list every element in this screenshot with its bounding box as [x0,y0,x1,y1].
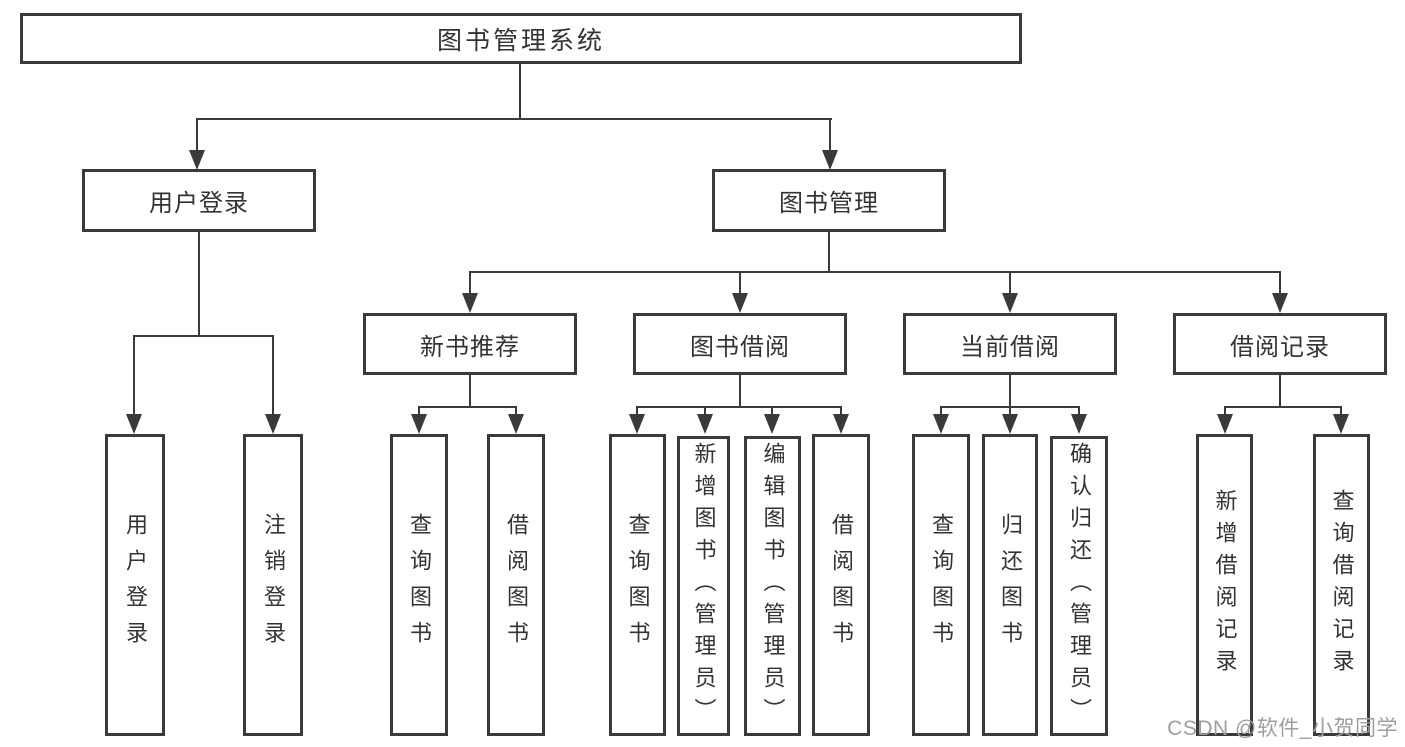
node-borrow-records-label: 借阅记录 [1230,333,1330,361]
node-current-borrow: 当前借阅 [903,313,1117,375]
connector-line [1224,406,1226,418]
arrow-down-icon [1002,293,1018,313]
leaf-user-login-label: 用户登录 [123,513,148,657]
connector-line [1279,271,1281,297]
arrow-down-icon [126,414,142,434]
node-new-book-recommend: 新书推荐 [363,313,577,375]
leaf-br-add-record-label: 新增借阅记录 [1212,489,1238,681]
leaf-bb-borrow-books-label: 借阅图书 [829,513,854,657]
node-book-borrow: 图书借阅 [633,313,847,375]
connector-line [636,406,842,408]
connector-line [1279,375,1281,408]
arrow-down-icon [822,150,838,170]
csdn-watermark: CSDN @软件_小贺同学 [1167,717,1398,740]
leaf-bb-edit-books-label: 编辑图书（管理员） [760,442,786,730]
leaf-bb-add-books: 新增图书（管理员） [677,436,730,736]
node-root-label: 图书管理系统 [436,26,605,55]
arrow-down-icon [189,150,205,170]
node-user-login: 用户登录 [82,169,316,232]
leaf-bb-edit-books: 编辑图书（管理员） [744,436,801,736]
leaf-cb-confirm-return: 确认归还（管理员） [1050,436,1108,736]
connector-line [771,406,773,418]
leaf-user-login: 用户登录 [105,434,165,736]
arrow-down-icon [697,414,713,434]
connector-line [1224,406,1342,408]
connector-line [519,64,521,120]
leaf-cb-query-books-label: 查询图书 [929,513,954,657]
leaf-bb-add-books-label: 新增图书（管理员） [691,442,717,730]
connector-line [739,271,741,297]
connector-line [469,271,1281,273]
leaf-nb-query-books: 查询图书 [390,434,448,736]
connector-line [196,118,832,120]
connector-line [704,406,706,418]
connector-line [1009,375,1011,408]
arrow-down-icon [1002,414,1018,434]
leaf-cb-return-books: 归还图书 [982,434,1038,736]
connector-line [739,375,741,408]
node-current-borrow-label: 当前借阅 [960,333,1060,361]
leaf-nb-borrow-books-label: 借阅图书 [504,513,529,657]
leaf-cb-return-books-label: 归还图书 [998,513,1023,657]
connector-line [1009,406,1011,418]
node-borrow-records: 借阅记录 [1173,313,1387,375]
arrow-down-icon [833,414,849,434]
connector-line [469,375,471,408]
arrow-down-icon [764,414,780,434]
leaf-nb-query-books-label: 查询图书 [407,513,432,657]
arrow-down-icon [1272,293,1288,313]
node-root: 图书管理系统 [20,13,1022,64]
arrow-down-icon [732,293,748,313]
arrow-down-icon [411,414,427,434]
connector-line [133,335,135,417]
connector-line [1078,406,1080,418]
arrow-down-icon [1333,414,1349,434]
leaf-bb-borrow-books: 借阅图书 [812,434,870,736]
leaf-br-query-record: 查询借阅记录 [1313,434,1370,736]
arrow-down-icon [508,414,524,434]
connector-line [418,406,420,418]
connector-line [636,406,638,418]
leaf-logout-label: 注销登录 [261,513,286,657]
connector-line [198,232,200,337]
connector-line [1009,271,1011,297]
connector-line [1340,406,1342,418]
connector-line [469,271,471,297]
connector-line [515,406,517,418]
connector-line [272,335,274,417]
node-user-login-label: 用户登录 [149,190,249,217]
connector-line [418,406,517,408]
node-book-management: 图书管理 [712,169,946,232]
leaf-bb-query-books: 查询图书 [609,434,666,736]
connector-line [940,406,942,418]
leaf-nb-borrow-books: 借阅图书 [487,434,545,736]
connector-line [829,118,831,154]
connector-line [840,406,842,418]
connector-line [133,335,274,337]
leaf-cb-query-books: 查询图书 [912,434,970,736]
connector-line [196,118,198,154]
arrow-down-icon [933,414,949,434]
arrow-down-icon [1071,414,1087,434]
node-book-management-label: 图书管理 [779,190,879,217]
leaf-cb-confirm-return-label: 确认归还（管理员） [1067,442,1092,730]
arrow-down-icon [629,414,645,434]
leaf-bb-query-books-label: 查询图书 [625,513,651,657]
leaf-br-add-record: 新增借阅记录 [1196,434,1253,736]
arrow-down-icon [265,414,281,434]
arrow-down-icon [462,293,478,313]
node-book-borrow-label: 图书借阅 [690,333,790,361]
node-new-book-recommend-label: 新书推荐 [420,333,520,361]
connector-line [828,232,830,273]
leaf-br-query-record-label: 查询借阅记录 [1329,489,1355,681]
leaf-logout: 注销登录 [243,434,303,736]
arrow-down-icon [1217,414,1233,434]
